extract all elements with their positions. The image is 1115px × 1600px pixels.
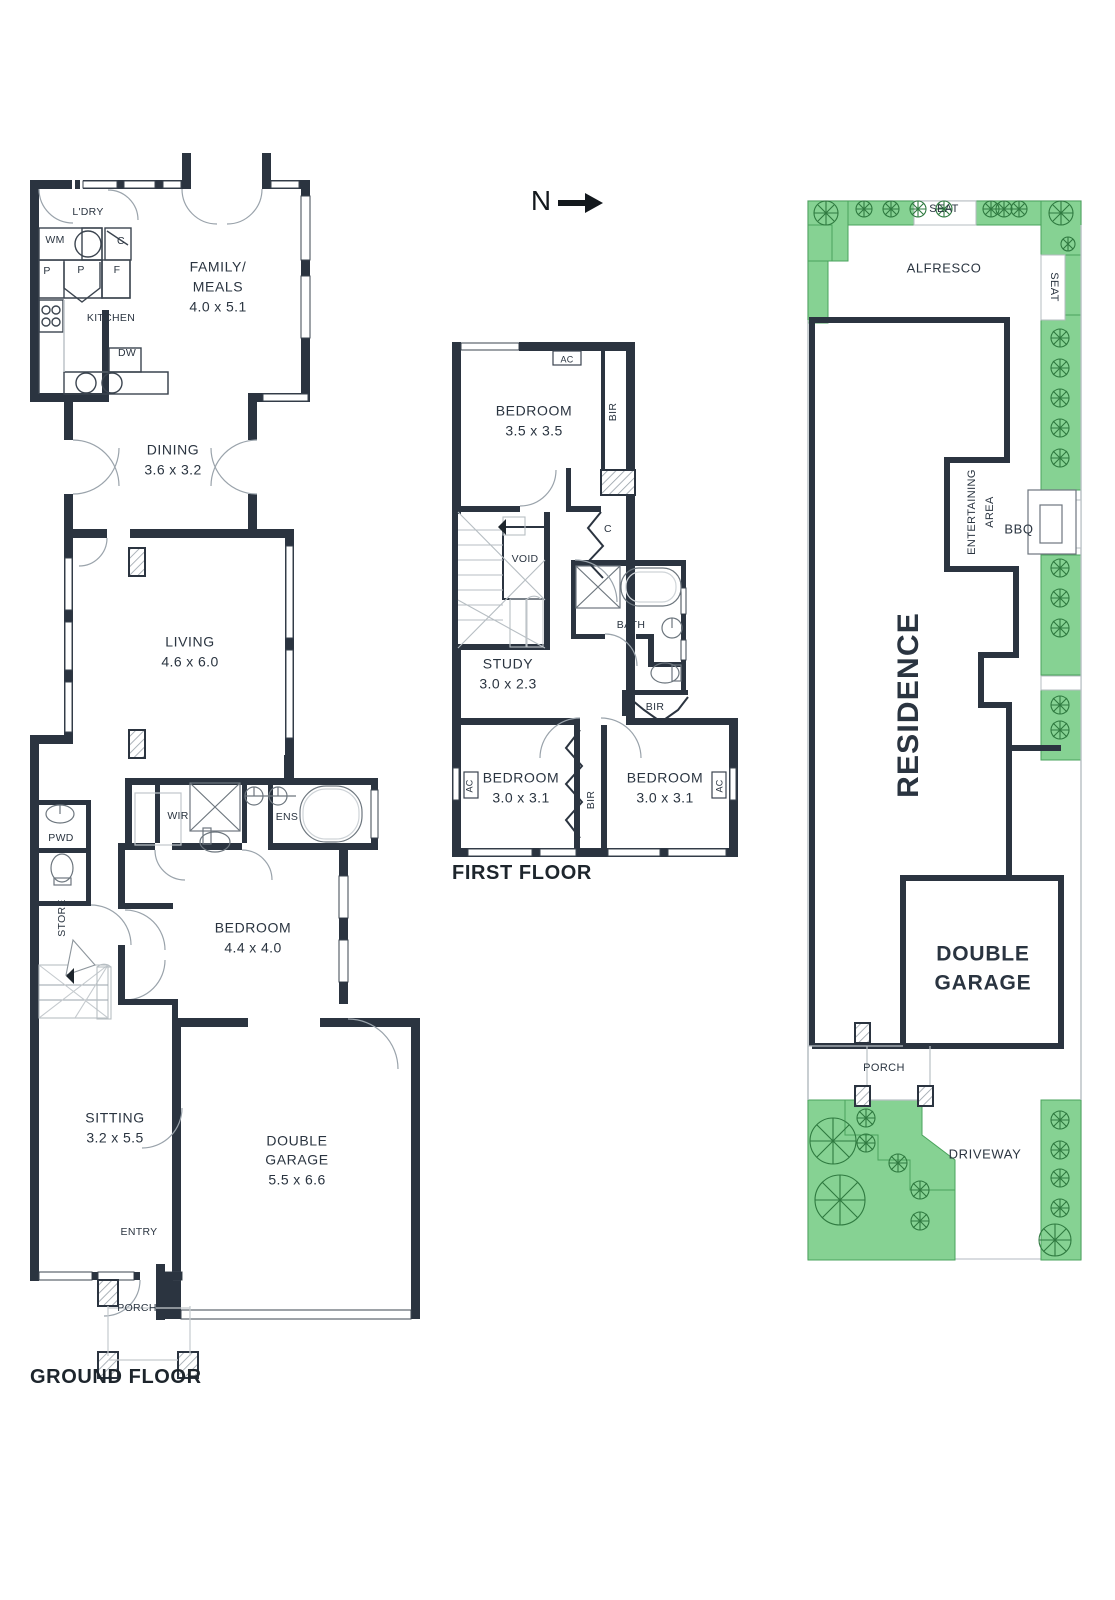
label-sitting: SITTING: [85, 1110, 144, 1126]
gf-stairs: [38, 938, 112, 1020]
site-plants: [809, 200, 1076, 1257]
label-site-porch: PORCH: [863, 1062, 905, 1074]
label-seat-top: SEAT: [929, 203, 959, 215]
label-gf-garage-line2: GARAGE: [265, 1152, 329, 1168]
label-bir2: BIR: [646, 701, 665, 713]
label-ff-bed1-dim: 3.5 x 3.5: [505, 423, 562, 439]
label-wm: WM: [45, 234, 64, 246]
north-label: N: [531, 185, 551, 216]
label-study-dim: 3.0 x 2.3: [479, 676, 536, 692]
label-ff-bed3: BEDROOM: [627, 770, 704, 786]
label-kitchen: KITCHEN: [87, 312, 135, 324]
label-ff-bed1: BEDROOM: [496, 403, 573, 419]
label-f: F: [114, 264, 121, 276]
label-gf-porch: PORCH: [117, 1302, 156, 1314]
first-floor-title: FIRST FLOOR: [452, 862, 592, 884]
label-entertaining-line1: ENTERTAINING: [966, 469, 978, 555]
first-floor-plan: BEDROOM 3.5 x 3.5 AC BIR C VOID STUDY 3.…: [452, 342, 738, 884]
label-gf-bedroom-dim: 4.4 x 4.0: [224, 940, 281, 956]
ff-door-swings: [519, 469, 689, 839]
label-gf-bedroom: BEDROOM: [215, 920, 292, 936]
label-dining: DINING: [147, 442, 200, 458]
label-ac2: AC: [464, 779, 474, 792]
ff-stairs: [457, 511, 546, 649]
gf-door-swings: [38, 188, 399, 1317]
label-family-line2: MEALS: [193, 279, 243, 295]
site-labels: SEAT SEAT ALFRESCO ENTERTAINING AREA BBQ…: [863, 203, 1060, 1162]
label-living: LIVING: [165, 634, 215, 650]
label-site-garage-line2: GARAGE: [935, 972, 1032, 995]
label-family-line1: FAMILY/: [190, 259, 247, 275]
gf-joinery: [38, 227, 169, 395]
label-ff-bed3-dim: 3.0 x 3.1: [636, 790, 693, 806]
label-bbq: BBQ: [1004, 521, 1033, 536]
label-bir1: BIR: [607, 403, 619, 422]
label-pwd: PWD: [48, 832, 74, 844]
label-store: STORE: [56, 899, 68, 936]
label-ff-bed2: BEDROOM: [483, 770, 560, 786]
label-living-dim: 4.6 x 6.0: [161, 654, 218, 670]
site-plan: SEAT SEAT ALFRESCO ENTERTAINING AREA BBQ…: [807, 200, 1082, 1261]
gf-hatch-markers: [97, 547, 199, 1379]
label-residence: RESIDENCE: [892, 612, 925, 798]
label-alfresco: ALFRESCO: [907, 260, 982, 275]
label-sitting-dim: 3.2 x 5.5: [86, 1130, 143, 1146]
gf-labels: L'DRY WM C P P F DW KITCHEN FAMILY/ MEAL…: [43, 206, 328, 1314]
label-family-dim: 4.0 x 5.1: [189, 299, 246, 315]
site-porch-pads: [854, 1022, 934, 1107]
site-residence-detail: [900, 875, 1064, 1049]
ff-labels: BEDROOM 3.5 x 3.5 AC BIR C VOID STUDY 3.…: [464, 354, 724, 809]
gf-porch-outline: [107, 1306, 191, 1361]
label-ldry: L'DRY: [72, 206, 103, 218]
site-thin-lines: [807, 225, 1082, 1101]
label-dw: DW: [118, 347, 136, 359]
label-ff-c: C: [604, 523, 612, 535]
label-gf-garage-dim: 5.5 x 6.6: [268, 1172, 325, 1188]
label-study: STUDY: [483, 656, 534, 672]
label-entry: ENTRY: [121, 1226, 158, 1238]
label-ens: ENS: [276, 811, 299, 823]
gf-walls: [30, 153, 420, 1320]
label-wir: WIR: [167, 810, 188, 822]
site-residence-outline: [809, 317, 1064, 1049]
label-bath: BATH: [617, 619, 645, 631]
label-bir3: BIR: [585, 791, 597, 810]
ff-walls: [452, 342, 738, 857]
ff-bath-fixtures: [575, 565, 683, 684]
label-c: C: [117, 235, 125, 247]
ground-floor-title: GROUND FLOOR: [30, 1366, 202, 1388]
label-ac3: AC: [714, 779, 724, 792]
label-driveway: DRIVEWAY: [949, 1146, 1022, 1161]
label-p1: P: [43, 265, 50, 277]
label-p2: P: [77, 264, 84, 276]
label-seat-right: SEAT: [1048, 272, 1060, 302]
label-ac1: AC: [561, 354, 574, 364]
label-dining-dim: 3.6 x 3.2: [144, 462, 201, 478]
label-void: VOID: [512, 553, 539, 565]
label-gf-garage-line1: DOUBLE: [266, 1133, 327, 1149]
north-arrow: N: [531, 185, 603, 216]
ground-floor-plan: L'DRY WM C P P F DW KITCHEN FAMILY/ MEAL…: [30, 153, 420, 1388]
ff-ac-markers: [463, 350, 727, 799]
label-entertaining-line2: AREA: [984, 496, 996, 528]
gf-bath-fixtures: [45, 782, 363, 886]
site-garden-beds: [807, 200, 1082, 1261]
label-ff-bed2-dim: 3.0 x 3.1: [492, 790, 549, 806]
label-site-garage-line1: DOUBLE: [936, 943, 1029, 966]
gf-partitions: [118, 755, 293, 1021]
site-bbq: [1027, 489, 1077, 555]
